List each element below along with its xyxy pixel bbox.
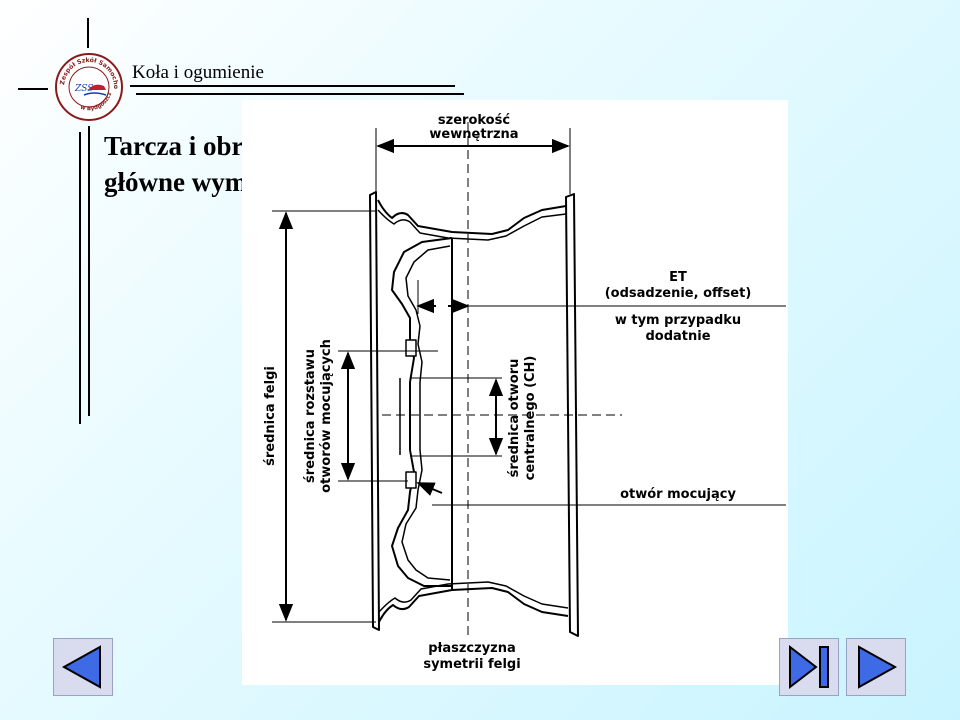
label-bolt-hole: otwór mocujący xyxy=(620,487,736,502)
decorative-line xyxy=(130,85,455,87)
label-et-positive: dodatnie xyxy=(645,329,710,344)
logo-monogram: ZSS xyxy=(74,84,93,94)
school-logo: Zespół Szkół Samochodowych w Bydgoszczy … xyxy=(51,47,124,122)
label-center-bore-1: średnica otworu xyxy=(507,359,522,478)
label-et: ET xyxy=(669,270,687,285)
next-slide-button[interactable] xyxy=(846,638,906,696)
triangle-left-icon xyxy=(61,645,101,689)
extension-lines xyxy=(272,128,786,623)
end-icon xyxy=(789,644,829,690)
decorative-line xyxy=(136,93,464,95)
label-inner-width-1: szerokość xyxy=(438,113,510,128)
previous-slide-button[interactable] xyxy=(53,638,113,696)
wheel-profile xyxy=(369,191,579,637)
logo-car-icon xyxy=(88,84,106,90)
label-et-case: w tym przypadku xyxy=(615,313,741,328)
label-et-offset: (odsadzenie, offset) xyxy=(605,286,752,301)
label-bolt-circle-1: średnica rozstawu xyxy=(303,349,318,483)
decorative-line xyxy=(88,126,90,416)
label-inner-width-2: wewnętrzna xyxy=(429,127,518,142)
dimension-arrows xyxy=(278,138,570,622)
label-symmetry-2: symetrii felgi xyxy=(423,657,520,672)
header-title: Koła i ogumienie xyxy=(132,62,264,83)
bolt-hole-arrow xyxy=(416,482,443,496)
decorative-line xyxy=(87,18,89,48)
last-slide-button[interactable] xyxy=(779,638,839,696)
triangle-right-icon xyxy=(858,645,898,689)
center-lines xyxy=(382,122,622,640)
rim-dimension-diagram: szerokość wewnętrzna ET (odsadzenie, off… xyxy=(242,100,788,685)
decorative-line xyxy=(18,88,48,90)
label-rim-diameter: średnica felgi xyxy=(263,366,278,466)
label-bolt-circle-2: otworów mocujących xyxy=(319,339,334,493)
label-center-bore-2: centralnego (CH) xyxy=(523,356,538,481)
decorative-line xyxy=(79,132,81,424)
label-symmetry-1: płaszczyzna xyxy=(428,641,516,656)
